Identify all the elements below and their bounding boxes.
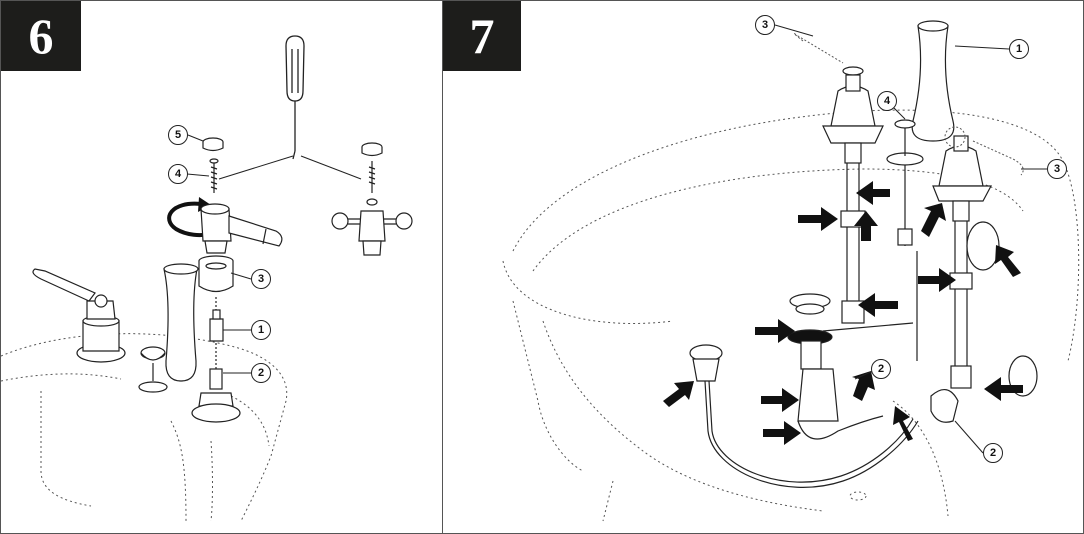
callout-5: 5 bbox=[168, 125, 188, 145]
diverter-knob bbox=[138, 346, 168, 393]
step-7-illustration bbox=[502, 20, 1080, 522]
cross-handle bbox=[331, 142, 413, 256]
lever-handle bbox=[200, 203, 283, 254]
screwdriver-leader-lines bbox=[218, 155, 362, 180]
callout-3-left: 3 bbox=[755, 15, 775, 35]
index-cap bbox=[202, 137, 224, 152]
bidet-outline bbox=[502, 109, 1080, 522]
callout-4: 4 bbox=[877, 91, 897, 111]
screwdriver-icon bbox=[285, 35, 305, 160]
callout-2-center: 2 bbox=[871, 359, 891, 379]
diverter bbox=[886, 119, 924, 361]
callout-leaders bbox=[186, 134, 252, 374]
callout-3-right: 3 bbox=[1047, 159, 1067, 179]
step-number-badge: 6 bbox=[1, 1, 81, 71]
callout-3: 3 bbox=[251, 269, 271, 289]
step-6-panel: 6 bbox=[0, 0, 443, 534]
callout-1: 1 bbox=[1009, 39, 1029, 59]
pop-up-drain bbox=[787, 293, 914, 440]
spray-hose bbox=[689, 344, 919, 488]
step-7-panel: 7 bbox=[442, 0, 1084, 534]
callout-1: 1 bbox=[251, 320, 271, 340]
valve-riser-left bbox=[822, 66, 884, 324]
center-spout bbox=[163, 263, 199, 382]
valve-body bbox=[191, 343, 241, 423]
valve-riser-right bbox=[932, 135, 992, 389]
callout-2: 2 bbox=[251, 363, 271, 383]
callout-4: 4 bbox=[168, 164, 188, 184]
direction-arrow-icon bbox=[663, 181, 1023, 445]
installed-lever-handle bbox=[32, 268, 126, 363]
handle-outlines bbox=[793, 32, 1024, 176]
spout bbox=[911, 20, 955, 142]
valve-stem bbox=[209, 297, 224, 342]
escutcheon bbox=[198, 255, 234, 293]
step-6-illustration bbox=[1, 35, 413, 522]
handle-screw bbox=[209, 158, 219, 193]
step-number-badge: 7 bbox=[443, 1, 521, 71]
callout-2-right: 2 bbox=[983, 443, 1003, 463]
supply-elbow bbox=[930, 221, 1038, 423]
bidet-outline bbox=[1, 333, 288, 522]
